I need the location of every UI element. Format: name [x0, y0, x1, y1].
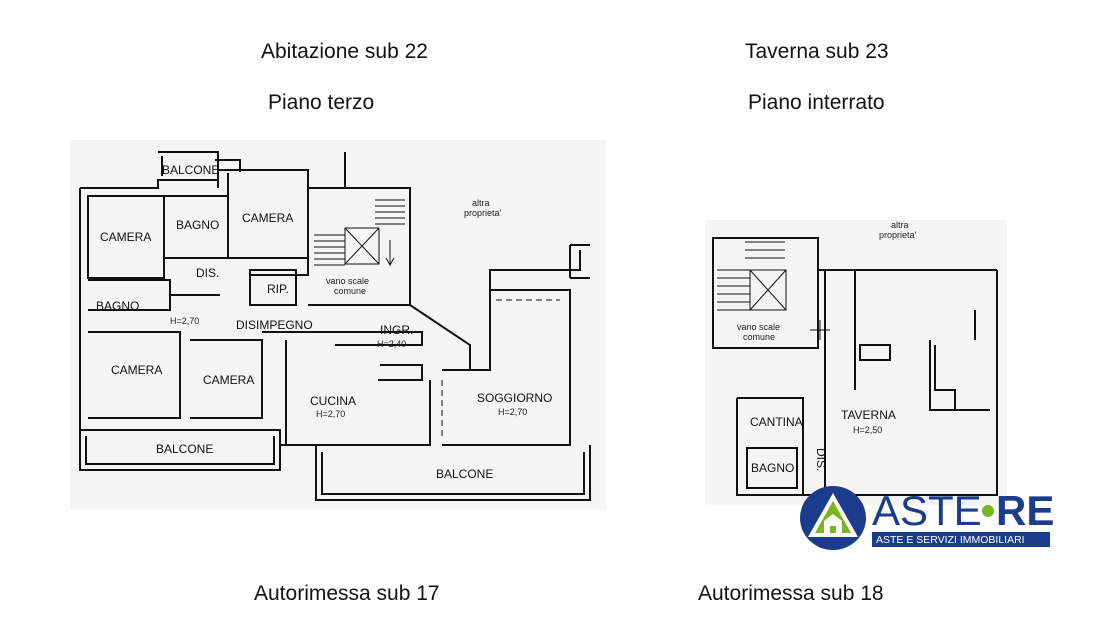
room-camera-3: CAMERA [111, 363, 162, 377]
room-cucina: CUCINA [310, 394, 356, 408]
logo-brand-aste: ASTE [872, 487, 982, 534]
room-balcone-bottom: BALCONE [436, 467, 493, 481]
room-balcone-left: BALCONE [156, 442, 213, 456]
label-h-270-b: H=2,70 [316, 409, 345, 419]
label-proprieta: proprieta' [879, 230, 917, 240]
label-vano-scale: vano scale [326, 276, 369, 286]
floor-plan-abitazione-drawing: BALCONE CAMERA BAGNO CAMERA DIS. RIP. BA… [70, 140, 606, 510]
label-altra: altra [472, 198, 490, 208]
label-vano-scale: vano scale [737, 322, 780, 332]
room-camera-4: CAMERA [203, 373, 254, 387]
heading-piano-terzo: Piano terzo [268, 91, 375, 114]
aste-re-logo: ASTE RE ASTE E SERVIZI IMMOBILIARI [800, 483, 1056, 553]
logo-graphic: ASTE RE ASTE E SERVIZI IMMOBILIARI [800, 486, 1054, 550]
label-h-250: H=2,50 [853, 425, 882, 435]
room-disimpegno: DISIMPEGNO [236, 318, 313, 332]
label-h-240: H=2,40 [377, 339, 406, 349]
label-h-270-c: H=2,70 [498, 407, 527, 417]
logo-tagline: ASTE E SERVIZI IMMOBILIARI [876, 534, 1025, 546]
heading-autorimessa-sub-17: Autorimessa sub 17 [254, 582, 440, 605]
room-cantina: CANTINA [750, 415, 803, 429]
room-bagno-1: BAGNO [176, 218, 219, 232]
room-bagno-2: BAGNO [96, 299, 139, 313]
label-comune: comune [334, 286, 366, 296]
label-comune: comune [743, 332, 775, 342]
label-h-270-a: H=2,70 [170, 316, 199, 326]
room-ingr: INGR. [380, 323, 413, 337]
room-camera-2: CAMERA [242, 211, 293, 225]
floor-plan-taverna-drawing: TAVERNA H=2,50 CANTINA BAGNO DIS. vano s… [705, 220, 1007, 505]
room-camera-1: CAMERA [100, 230, 151, 244]
label-proprieta: proprieta' [464, 208, 502, 218]
heading-autorimessa-sub-18: Autorimessa sub 18 [698, 582, 884, 605]
heading-taverna-sub-23: Taverna sub 23 [745, 40, 889, 63]
room-taverna: TAVERNA [841, 408, 896, 422]
room-dis: DIS. [196, 266, 219, 280]
room-balcone-top: BALCONE [162, 163, 219, 177]
heading-abitazione-sub-22: Abitazione sub 22 [261, 40, 428, 63]
floor-plan-abitazione: BALCONE CAMERA BAGNO CAMERA DIS. RIP. BA… [70, 140, 606, 510]
room-soggiorno: SOGGIORNO [477, 391, 552, 405]
floor-plan-taverna: TAVERNA H=2,50 CANTINA BAGNO DIS. vano s… [705, 220, 1007, 505]
label-altra: altra [891, 220, 909, 230]
room-bagno: BAGNO [751, 461, 794, 475]
logo-tagline-bar [872, 532, 1050, 547]
logo-dot [982, 505, 994, 517]
room-rip: RIP. [267, 282, 289, 296]
heading-piano-interrato: Piano interrato [748, 91, 885, 114]
logo-brand-re: RE [996, 487, 1054, 534]
room-dis: DIS. [814, 448, 828, 471]
